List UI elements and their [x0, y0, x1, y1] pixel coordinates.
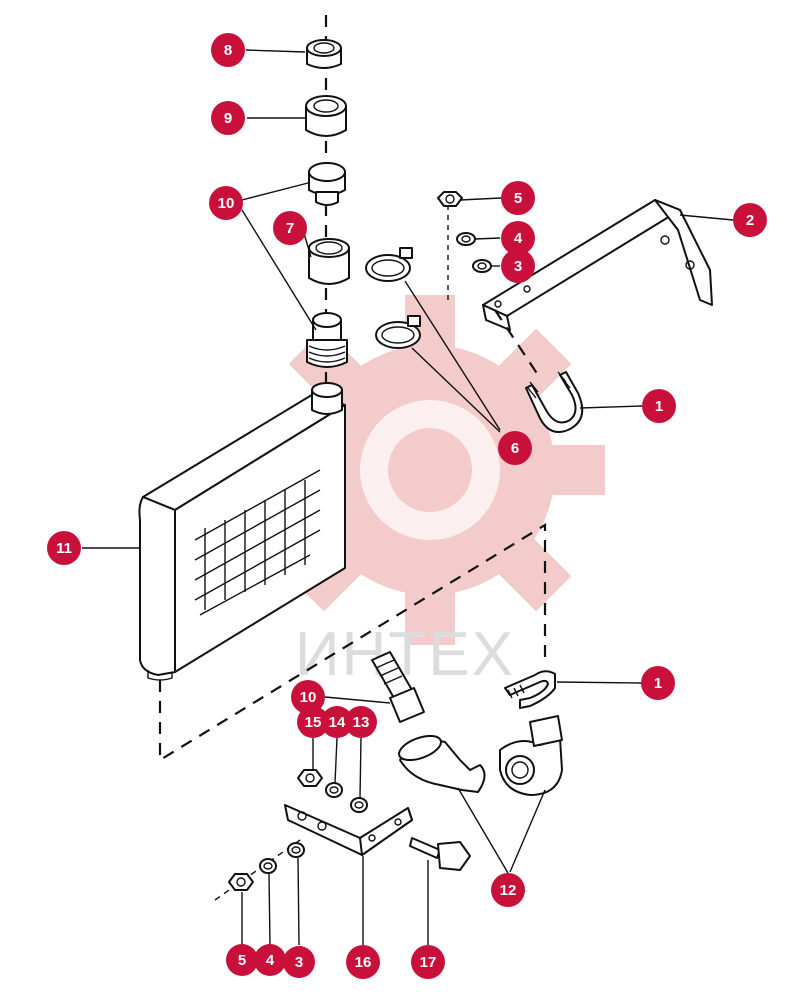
- part-1-u-bolt-lower: [504, 670, 556, 709]
- svg-text:1: 1: [654, 675, 662, 692]
- part-5-nut-upper: [437, 191, 463, 207]
- part-6-hose-clamp-a: [365, 247, 413, 282]
- part-9-coupling: [305, 95, 347, 137]
- leader-lines: [82, 49, 734, 946]
- svg-text:16: 16: [355, 954, 372, 971]
- part-3-washer-upper: [472, 259, 492, 273]
- svg-text:17: 17: [420, 954, 437, 971]
- part-16-angle-bracket: [284, 804, 413, 856]
- callout-7: 7: [273, 211, 307, 245]
- callout-8: 8: [211, 33, 245, 67]
- part-7-sleeve: [308, 238, 350, 285]
- callout-14: 14: [321, 706, 353, 738]
- callout-9: 9: [211, 101, 245, 135]
- svg-text:4: 4: [514, 230, 523, 247]
- part-8-nut: [306, 39, 342, 69]
- svg-text:15: 15: [305, 714, 322, 731]
- callout-1-lower: 1: [641, 666, 675, 700]
- callout-2: 2: [733, 203, 767, 237]
- callout-4-upper: 4: [501, 221, 535, 255]
- part-15-nut-lower: [297, 769, 323, 787]
- callout-1-upper: 1: [642, 389, 676, 423]
- part-5-nut-lower-left: [228, 873, 254, 891]
- svg-text:11: 11: [56, 540, 72, 557]
- callout-10-upper: 10: [209, 186, 243, 220]
- callout-11: 11: [47, 531, 81, 565]
- part-11-heater-core: [138, 382, 346, 681]
- callout-15: 15: [297, 706, 329, 738]
- part-14-lockwasher-lower: [325, 782, 343, 798]
- svg-text:1: 1: [655, 398, 663, 415]
- part-12-elbow-left: [398, 734, 486, 793]
- svg-text:7: 7: [286, 220, 294, 237]
- svg-text:6: 6: [511, 440, 519, 457]
- part-6-hose-clamp-b: [375, 315, 421, 349]
- part-10-nipple-mid: [306, 312, 348, 368]
- part-13-washer-lower: [350, 797, 368, 813]
- callout-10-lower: 10: [291, 680, 325, 714]
- svg-text:5: 5: [514, 190, 522, 207]
- callout-16: 16: [346, 945, 380, 979]
- callout-5-lower: 5: [226, 944, 258, 976]
- lower-mounting-line: [158, 523, 547, 762]
- callout-5-upper: 5: [501, 181, 535, 215]
- part-10-hose-fitting-lower: [371, 651, 425, 723]
- part-1-u-bolt-upper: [525, 371, 584, 433]
- svg-text:12: 12: [500, 882, 517, 899]
- callout-4-lower: 4: [254, 944, 286, 976]
- svg-text:8: 8: [224, 42, 232, 59]
- callout-17: 17: [411, 945, 445, 979]
- svg-text:13: 13: [353, 714, 370, 731]
- callout-12: 12: [491, 873, 525, 907]
- bracket-bolt-line: [494, 309, 541, 379]
- svg-text:9: 9: [224, 110, 232, 127]
- part-2-bracket: [482, 199, 713, 331]
- svg-text:2: 2: [746, 212, 754, 229]
- part-17-bolt: [409, 837, 471, 871]
- svg-text:5: 5: [238, 952, 246, 969]
- callout-6: 6: [498, 431, 532, 465]
- callout-3-upper: 3: [501, 249, 535, 283]
- callout-3-lower: 3: [283, 946, 315, 978]
- svg-text:4: 4: [266, 952, 275, 969]
- svg-text:10: 10: [300, 689, 317, 706]
- callout-13: 13: [345, 706, 377, 738]
- part-4-lockwasher-upper: [456, 232, 476, 246]
- svg-text:3: 3: [514, 258, 522, 275]
- svg-text:3: 3: [295, 954, 303, 971]
- svg-text:10: 10: [218, 195, 235, 212]
- part-4-lockwasher-lower-left: [259, 858, 277, 874]
- svg-text:14: 14: [329, 714, 346, 731]
- part-3-washer-lower-left: [287, 842, 305, 858]
- part-12-elbow-right: [499, 715, 563, 796]
- part-10-nipple-upper: [308, 162, 346, 206]
